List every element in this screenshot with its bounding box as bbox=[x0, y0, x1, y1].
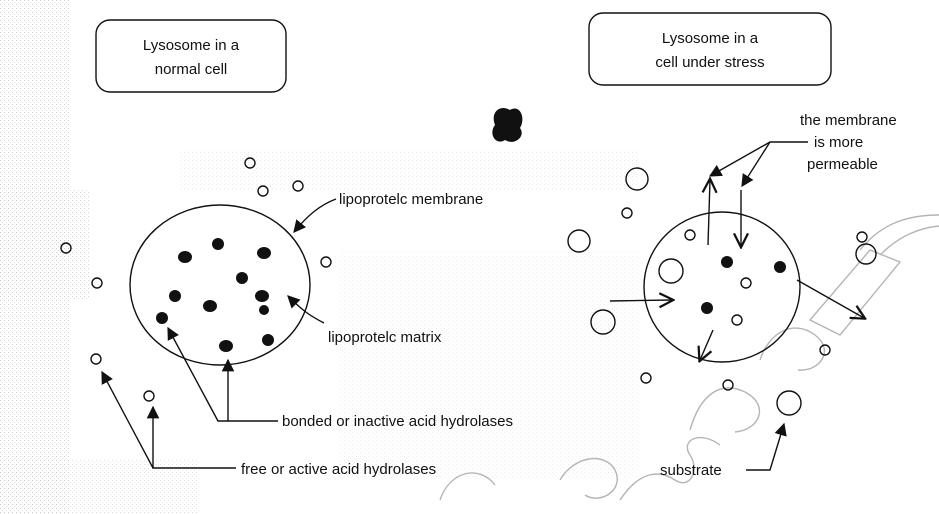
free-hydrolase-circles-left bbox=[61, 158, 331, 401]
permeable-membrane bbox=[644, 212, 800, 362]
normal-cell-box: Lysosome in a normal cell bbox=[96, 20, 286, 92]
normal-box-title-line1: Lysosome in a bbox=[143, 37, 240, 54]
permeable-label-line1: the membrane bbox=[800, 112, 897, 129]
bonded-hydrolase-dots-right bbox=[701, 256, 786, 314]
stress-box-title-line2: cell under stress bbox=[655, 54, 764, 71]
stress-box-title-line1: Lysosome in a bbox=[662, 30, 759, 47]
matrix-label: lipoprotelc matrix bbox=[328, 329, 442, 346]
permeability-arrows bbox=[610, 180, 864, 360]
ink-blot bbox=[492, 108, 522, 142]
membrane-arrow bbox=[294, 199, 336, 232]
lysosome-membrane bbox=[130, 205, 310, 365]
stress-cell-box: Lysosome in a cell under stress bbox=[589, 13, 831, 85]
free-hydrolases-label: free or active acid hydrolases bbox=[241, 461, 436, 478]
normal-lysosome bbox=[61, 158, 331, 401]
permeable-pointer-arrows bbox=[710, 142, 808, 186]
bonded-hydrolase-dots bbox=[156, 238, 274, 352]
membrane-label: lipoprotelc membrane bbox=[339, 191, 483, 208]
free-arrows bbox=[102, 372, 236, 468]
permeable-label-line2: is more bbox=[814, 134, 863, 151]
substrate-arrow bbox=[746, 424, 784, 470]
permeable-label-line3: permeable bbox=[807, 156, 878, 173]
normal-box-title-line2: normal cell bbox=[155, 61, 228, 78]
substrate-label: substrate bbox=[660, 462, 722, 479]
bonded-hydrolases-label: bonded or inactive acid hydrolases bbox=[282, 413, 513, 430]
